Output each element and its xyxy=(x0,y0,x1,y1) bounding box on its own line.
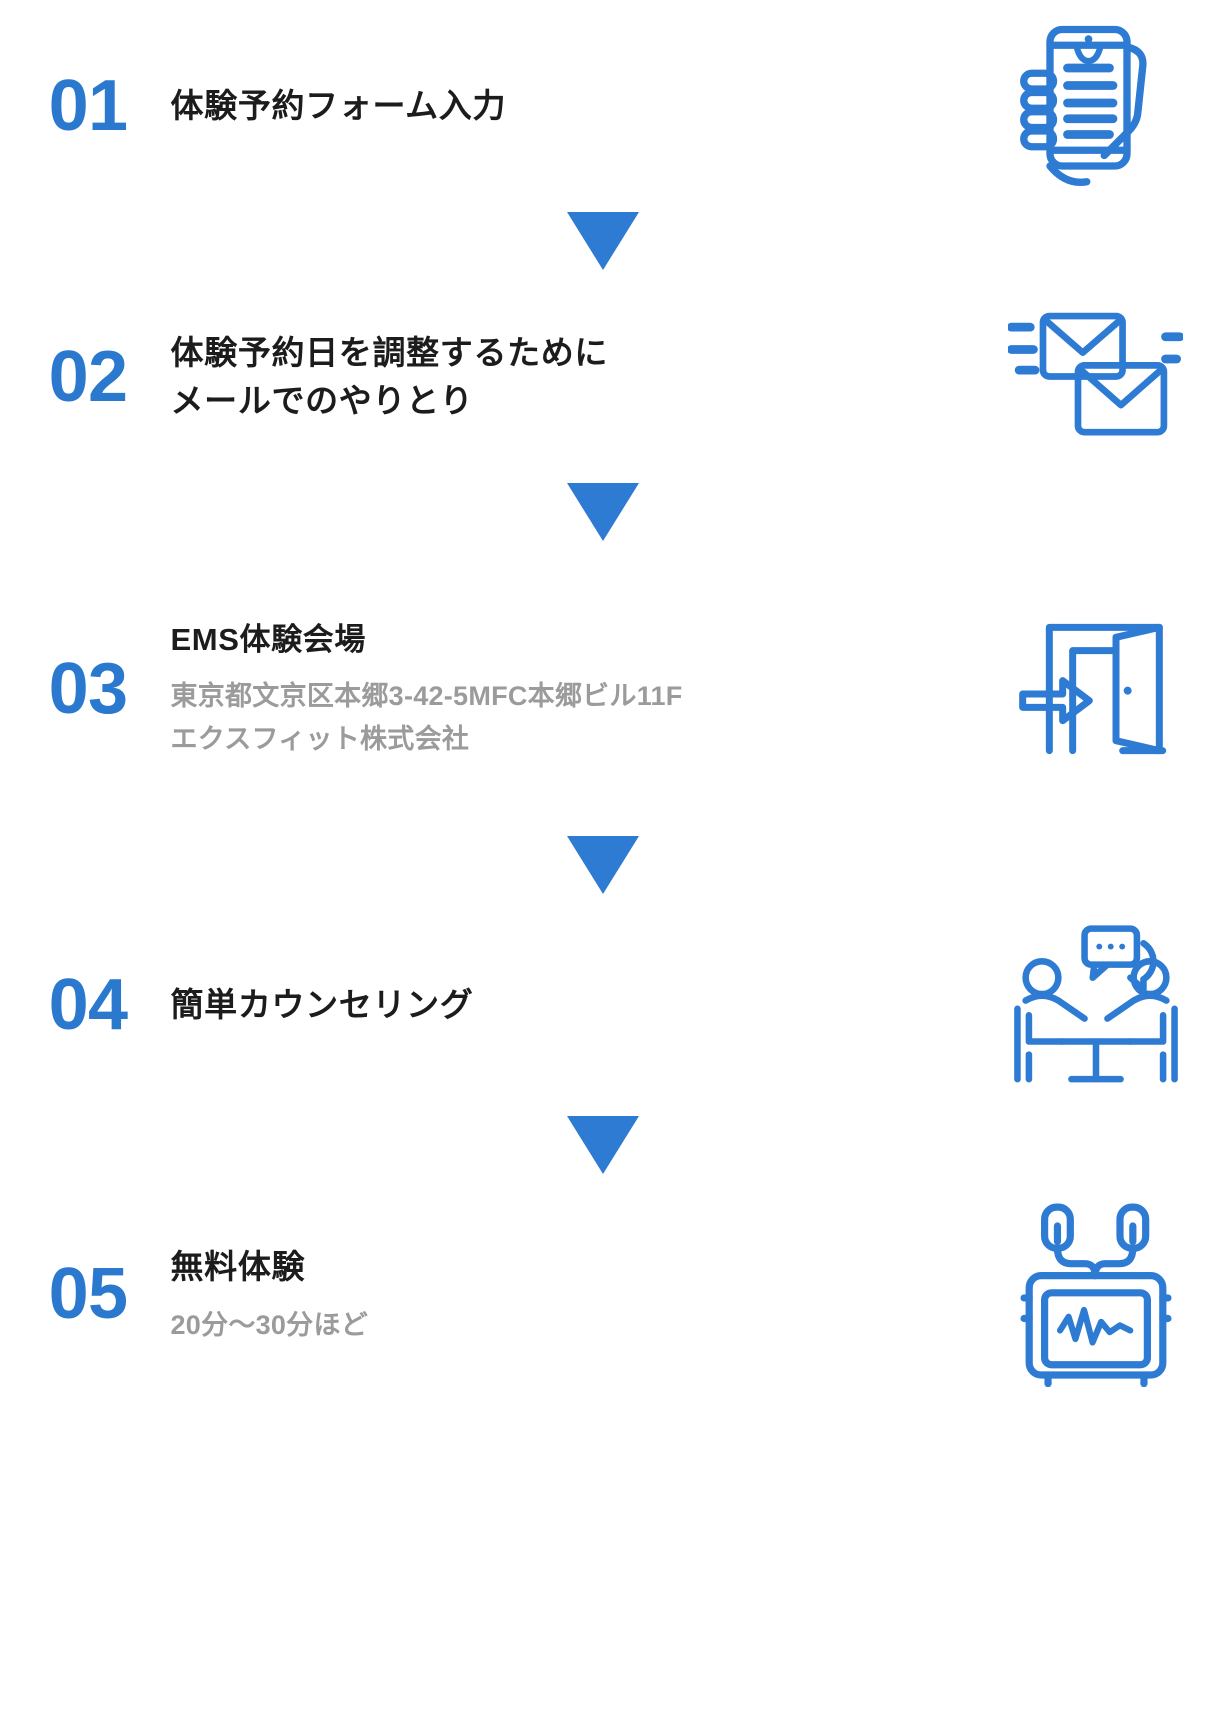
step-card-02: 02 体験予約日を調整するために メールでのやりとり xyxy=(5,270,1201,483)
step-body-02: 体験予約日を調整するために メールでのやりとり xyxy=(171,329,991,425)
step-number-01: 01 xyxy=(48,66,128,146)
arrow-down-4 xyxy=(567,1116,639,1174)
step-body-01: 体験予約フォーム入力 xyxy=(171,82,991,130)
step-title-03: EMS体験会場 xyxy=(170,621,367,657)
hand-holding-phone-form-icon xyxy=(991,19,1201,194)
arrow-down-3 xyxy=(567,836,639,894)
email-envelopes-icon xyxy=(991,304,1201,449)
step-number-02: 02 xyxy=(48,336,128,417)
step-card-05: 05 無料体験 20分〜30分ほど xyxy=(5,1174,1201,1414)
step-body-04: 簡単カウンセリング xyxy=(171,981,991,1029)
step-subtitle-03-line2: エクスフィット株式会社 xyxy=(170,723,470,754)
open-door-entry-arrow-icon xyxy=(991,614,1201,764)
arrow-down-1 xyxy=(567,212,639,270)
step-subtitle-03-line1: 東京都文京区本郷3-42-5MFC本郷ビル11F xyxy=(170,681,683,712)
step-subtitle-05: 20分〜30分ほど xyxy=(170,1309,368,1340)
step-title-01: 体験予約フォーム入力 xyxy=(170,87,507,125)
step-card-01: 01 体験予約フォーム入力 xyxy=(5,0,1201,212)
counseling-two-people-chat-icon xyxy=(991,923,1201,1088)
step-card-03: 03 EMS体験会場 東京都文京区本郷3-42-5MFC本郷ビル11F エクスフ… xyxy=(5,541,1201,836)
step-title-04: 簡単カウンセリング xyxy=(170,986,474,1024)
step-title-05: 無料体験 xyxy=(170,1247,306,1285)
step-title-02-line2: メールでのやりとり xyxy=(170,381,474,419)
step-body-03: EMS体験会場 東京都文京区本郷3-42-5MFC本郷ビル11F エクスフィット… xyxy=(171,618,991,760)
step-number-03: 03 xyxy=(48,648,128,729)
step-number-05: 05 xyxy=(48,1254,128,1334)
step-title-02-line1: 体験予約日を調整するために xyxy=(170,333,609,371)
step-card-04: 04 簡単カウンセリング xyxy=(5,894,1201,1116)
arrow-down-2 xyxy=(567,483,639,541)
step-body-05: 無料体験 20分〜30分ほど xyxy=(171,1243,991,1345)
step-number-04: 04 xyxy=(48,965,128,1045)
ems-machine-icon xyxy=(991,1202,1201,1387)
